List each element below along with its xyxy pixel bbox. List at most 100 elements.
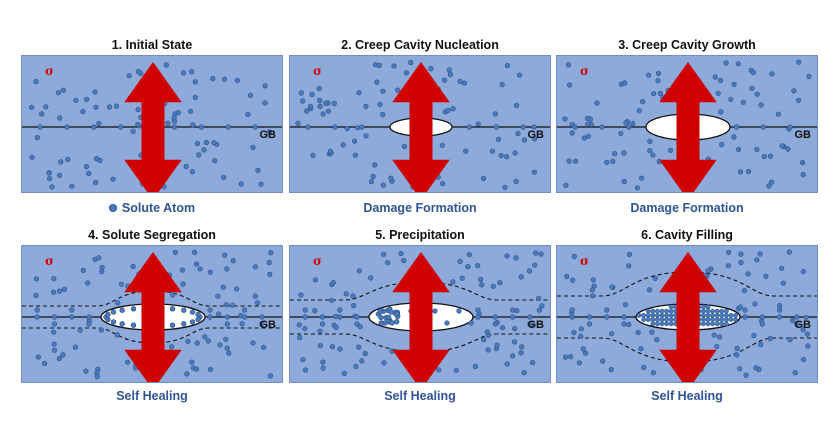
solute-atom: [259, 314, 265, 320]
solute-atom: [513, 102, 520, 109]
solute-atom: [725, 263, 731, 269]
solute-atom: [340, 142, 346, 148]
solute-atom: [564, 273, 570, 280]
solute-atom: [526, 268, 533, 274]
solute-atom: [475, 314, 481, 320]
solute-atom: [485, 332, 491, 338]
solute-atom: [242, 314, 248, 320]
solute-atom: [329, 344, 336, 350]
solute-atom: [532, 136, 538, 142]
solute-atom: [536, 307, 542, 313]
solute-atom: [532, 262, 538, 268]
segregated-atom: [110, 309, 117, 315]
solute-atom: [578, 333, 584, 339]
precipitate-atom: [394, 311, 400, 317]
solute-atom: [584, 115, 591, 122]
solute-atom: [331, 100, 337, 107]
panel-title: 4. Solute Segregation: [88, 228, 216, 242]
solute-atom: [466, 252, 472, 258]
solute-atom: [325, 108, 332, 114]
solute-atom: [667, 147, 674, 153]
solute-atom: [800, 171, 806, 178]
solute-atom: [302, 367, 309, 373]
panel-caption-text: Self Healing: [116, 389, 188, 403]
solute-atom: [110, 176, 116, 182]
solute-atom: [197, 266, 203, 272]
panel-title: 1. Initial State: [111, 38, 193, 52]
segregated-atom: [130, 322, 137, 328]
solute-atom: [638, 175, 645, 181]
panel-caption: Self Healing: [21, 389, 283, 403]
solute-atom: [380, 182, 386, 188]
solute-atom: [735, 61, 741, 67]
solute-atom: [193, 261, 200, 267]
panel-caption-text: Damage Formation: [630, 201, 744, 215]
solute-atom: [519, 344, 525, 350]
solute-atom: [510, 353, 516, 359]
solute-atom: [792, 369, 798, 376]
solute-atom: [645, 72, 652, 78]
solute-atom: [380, 111, 386, 118]
solute-atom: [754, 257, 760, 263]
solute-atom: [805, 343, 811, 349]
solute-atom: [307, 103, 314, 109]
solute-atom: [580, 346, 586, 352]
panel-title: 2. Creep Cavity Nucleation: [341, 38, 499, 52]
solute-atom: [439, 142, 445, 148]
solute-atom: [72, 344, 79, 350]
solute-atom: [621, 314, 627, 320]
solute-atom: [609, 284, 615, 290]
solute-atom: [51, 289, 57, 295]
solute-atom: [262, 83, 268, 89]
solute-atom: [513, 178, 519, 184]
solute-atom: [255, 167, 261, 173]
solute-atom: [86, 321, 92, 327]
solute-atom: [362, 350, 368, 357]
solute-atom: [800, 357, 807, 363]
solute-atom: [224, 314, 230, 320]
solute-atom: [56, 355, 63, 362]
solute-atom: [450, 279, 456, 285]
solute-atom: [769, 179, 775, 185]
solute-atom: [737, 169, 744, 175]
solute-atom: [354, 314, 360, 320]
precipitate-atom: [389, 320, 395, 326]
solute-atom: [211, 140, 217, 146]
solute-atom: [356, 344, 362, 350]
solute-atom: [205, 338, 211, 344]
solute-atom: [570, 277, 576, 283]
solute-atom: [259, 321, 265, 327]
solute-atom: [93, 104, 99, 110]
solute-atom: [327, 148, 334, 154]
solute-atom: [742, 314, 748, 320]
solute-atom: [757, 251, 763, 257]
solute-atom: [457, 78, 463, 85]
solute-atom: [221, 174, 227, 180]
solute-atom: [192, 94, 198, 101]
grain-boundary-label: GB: [794, 319, 812, 331]
solute-atom: [718, 77, 724, 84]
solute-atom: [568, 354, 574, 360]
solute-atom: [453, 367, 459, 373]
solute-atom: [234, 77, 240, 83]
solute-atom: [267, 271, 273, 278]
solute-atom: [80, 108, 86, 115]
solute-atom: [267, 373, 273, 379]
solute-atom: [359, 358, 365, 364]
solute-atom: [647, 138, 653, 144]
solute-atom: [736, 146, 742, 152]
filling-atom: [733, 317, 739, 323]
solute-atom: [408, 59, 414, 66]
solute-atom: [450, 106, 456, 112]
solute-atom: [562, 354, 569, 360]
solute-atom: [571, 329, 577, 336]
solute-atom: [761, 153, 767, 160]
solute-atom: [608, 366, 614, 373]
solute-atom: [758, 342, 764, 348]
solute-atom: [586, 314, 593, 320]
solute-atom: [719, 141, 725, 148]
solute-atom: [518, 350, 524, 356]
stress-label: σ: [580, 64, 589, 78]
solute-atom: [239, 321, 245, 327]
panel-caption: Self Healing: [556, 389, 818, 403]
